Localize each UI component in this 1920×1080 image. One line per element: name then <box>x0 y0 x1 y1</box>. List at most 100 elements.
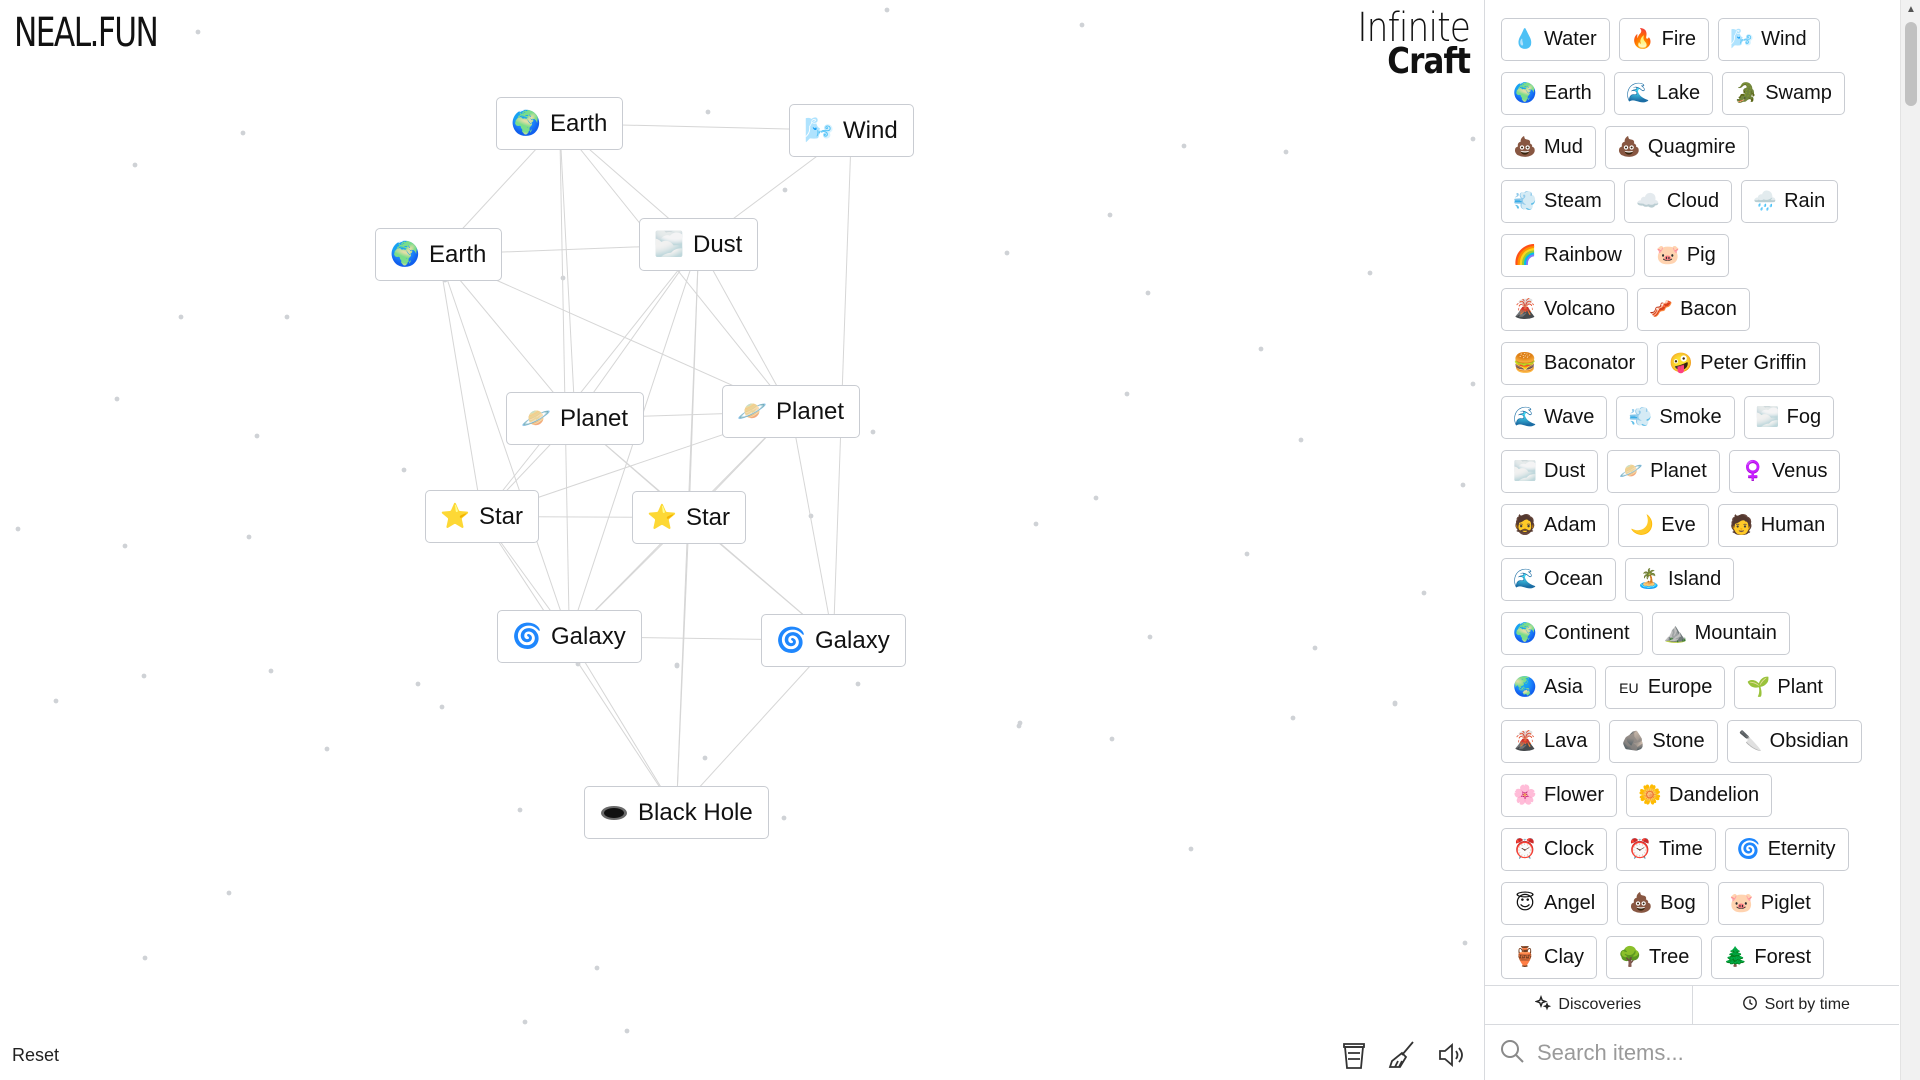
item-human[interactable]: 🧑Human <box>1717 504 1839 547</box>
item-bacon[interactable]: 🥓Bacon <box>1637 288 1750 331</box>
canvas-node-galaxy[interactable]: 🌀 Galaxy <box>497 610 642 663</box>
item-piglet[interactable]: 🐷Piglet <box>1717 882 1824 925</box>
item-dust[interactable]: 🌫️Dust <box>1501 450 1599 493</box>
discoveries-tab[interactable]: Discoveries <box>1485 986 1692 1024</box>
item-water[interactable]: 💧Water <box>1501 18 1610 61</box>
item-continent[interactable]: 🌍Continent <box>1501 612 1643 655</box>
item-label: Pig <box>1686 244 1716 266</box>
item-swamp[interactable]: 🐊Swamp <box>1722 72 1845 115</box>
item-label: Steam <box>1544 190 1602 212</box>
item-lake[interactable]: 🌊Lake <box>1613 72 1714 115</box>
canvas-node-label: Star <box>479 502 524 530</box>
item-flower[interactable]: 🌸Flower <box>1501 774 1618 817</box>
wind-icon: 🌬️ <box>804 116 834 144</box>
search-bar <box>1485 1026 1899 1080</box>
item-tree[interactable]: 🌳Tree <box>1606 936 1703 979</box>
item-asia[interactable]: 🌏Asia <box>1501 666 1596 709</box>
coffee-cup-icon[interactable] <box>1336 1036 1372 1074</box>
canvas-node-star[interactable]: ⭐ Star <box>425 490 540 543</box>
sort-by-time-tab[interactable]: Sort by time <box>1691 986 1900 1024</box>
item-earth[interactable]: 🌍Earth <box>1501 72 1605 115</box>
canvas-node-earth[interactable]: 🌍 Earth <box>375 228 503 281</box>
item-clock[interactable]: ⏰Clock <box>1501 828 1608 871</box>
item-dandelion[interactable]: 🌼Dandelion <box>1626 774 1773 817</box>
canvas-node-earth[interactable]: 🌍 Earth <box>496 97 624 150</box>
item-baconator[interactable]: 🍔Baconator <box>1501 342 1649 385</box>
canvas-node-planet[interactable]: 🪐 Planet <box>722 385 861 438</box>
item-lava[interactable]: 🌋Lava <box>1501 720 1601 763</box>
scroll-up-arrow-icon[interactable]: ▲ <box>1906 3 1916 15</box>
canvas-node-planet[interactable]: 🪐 Planet <box>506 392 645 445</box>
item-label: Stone <box>1652 730 1705 752</box>
item-rain[interactable]: 🌧️Rain <box>1741 180 1839 223</box>
canvas-node-dust[interactable]: 🌫️ Dust <box>639 218 759 271</box>
item-label: Fog <box>1786 406 1822 428</box>
search-input[interactable] <box>1537 1040 1877 1066</box>
item-label: Peter Griffin <box>1700 352 1807 374</box>
canvas-node-black-hole[interactable]: Black Hole <box>584 786 769 839</box>
item-label: Mountain <box>1694 622 1777 644</box>
neal-fun-logo[interactable]: NEAL.FUN <box>14 10 159 56</box>
item-label: Wave <box>1544 406 1595 428</box>
items-list[interactable]: 💧Water🔥Fire🌬️Wind🌍Earth🌊Lake🐊Swamp💩Mud💩Q… <box>1485 0 1899 985</box>
item-icon: 🏝️ <box>1637 569 1661 590</box>
item-quagmire[interactable]: 💩Quagmire <box>1604 126 1749 169</box>
item-island[interactable]: 🏝️ Island <box>1624 558 1735 601</box>
globe-icon: 🌍 <box>511 109 541 137</box>
item-clay[interactable]: 🏺Clay <box>1501 936 1598 979</box>
canvas-node-star[interactable]: ⭐ Star <box>632 491 747 544</box>
item-smoke[interactable]: 💨Smoke <box>1616 396 1735 439</box>
item-peter-griffin[interactable]: 🤪Peter Griffin <box>1657 342 1820 385</box>
item-venus[interactable]: ♀️Venus <box>1728 450 1841 493</box>
item-eve[interactable]: 🌙Eve <box>1618 504 1709 547</box>
item-stone[interactable]: 🪨Stone <box>1609 720 1718 763</box>
item-wind[interactable]: 🌬️Wind <box>1718 18 1820 61</box>
item-icon: ⛰️ <box>1663 623 1688 644</box>
speaker-icon[interactable] <box>1434 1036 1470 1074</box>
sidebar-scrollbar[interactable]: ▲ <box>1900 0 1920 1080</box>
canvas-node-wind[interactable]: 🌬️ Wind <box>789 104 914 157</box>
item-steam[interactable]: 💨Steam <box>1501 180 1615 223</box>
item-plant[interactable]: 🌱Plant <box>1734 666 1836 709</box>
item-label: Tree <box>1649 946 1690 968</box>
scroll-thumb[interactable] <box>1905 22 1917 106</box>
item-row: 🏺Clay🌳Tree🌲Forest <box>1501 936 1899 979</box>
item-rainbow[interactable]: 🌈Rainbow <box>1501 234 1635 277</box>
item-icon: 🌊 <box>1625 83 1650 104</box>
item-label: Rain <box>1784 190 1826 212</box>
canvas-node-label: Galaxy <box>551 622 626 650</box>
item-adam[interactable]: 🧔Adam <box>1501 504 1610 547</box>
item-planet[interactable]: 🪐Planet <box>1607 450 1720 493</box>
item-bog[interactable]: 💩 Bog <box>1617 882 1709 925</box>
item-pig[interactable]: 🐷Pig <box>1643 234 1729 277</box>
item-icon: 💩 <box>1629 893 1653 914</box>
item-label: Volcano <box>1544 298 1616 320</box>
galaxy-icon: 🌀 <box>776 626 806 654</box>
item-fog[interactable]: 🌫️Fog <box>1743 396 1835 439</box>
item-wave[interactable]: 🌊Wave <box>1501 396 1608 439</box>
item-time[interactable]: ⏰Time <box>1616 828 1716 871</box>
item-icon: 🌼 <box>1638 785 1662 806</box>
crafting-canvas[interactable]: NEAL.FUN Infinite Craft 🌍 Earth 🌬️ Wind … <box>0 0 1484 1080</box>
item-mountain[interactable]: ⛰️ Mountain <box>1651 612 1790 655</box>
item-volcano[interactable]: 🌋Volcano <box>1501 288 1629 331</box>
item-fire[interactable]: 🔥Fire <box>1618 18 1710 61</box>
broom-icon[interactable] <box>1384 1036 1420 1074</box>
item-forest[interactable]: 🌲Forest <box>1711 936 1825 979</box>
item-label: Wind <box>1761 28 1807 50</box>
item-label: Bog <box>1660 892 1696 914</box>
item-label: Fire <box>1661 28 1697 50</box>
items-sidebar: 💧Water🔥Fire🌬️Wind🌍Earth🌊Lake🐊Swamp💩Mud💩Q… <box>1484 0 1900 1080</box>
item-eternity[interactable]: 🌀Eternity <box>1724 828 1849 871</box>
item-ocean[interactable]: 🌊Ocean <box>1501 558 1616 601</box>
item-obsidian[interactable]: 🔪Obsidian <box>1726 720 1862 763</box>
item-mud[interactable]: 💩Mud <box>1501 126 1596 169</box>
canvas-node-galaxy[interactable]: 🌀 Galaxy <box>761 614 906 667</box>
item-label: Island <box>1667 568 1722 590</box>
item-label: Adam <box>1544 514 1597 536</box>
item-angel[interactable]: 😇Angel <box>1501 882 1609 925</box>
item-cloud[interactable]: ☁️Cloud <box>1623 180 1733 223</box>
reset-button[interactable]: Reset <box>12 1045 60 1065</box>
item-label: Mud <box>1544 136 1583 158</box>
